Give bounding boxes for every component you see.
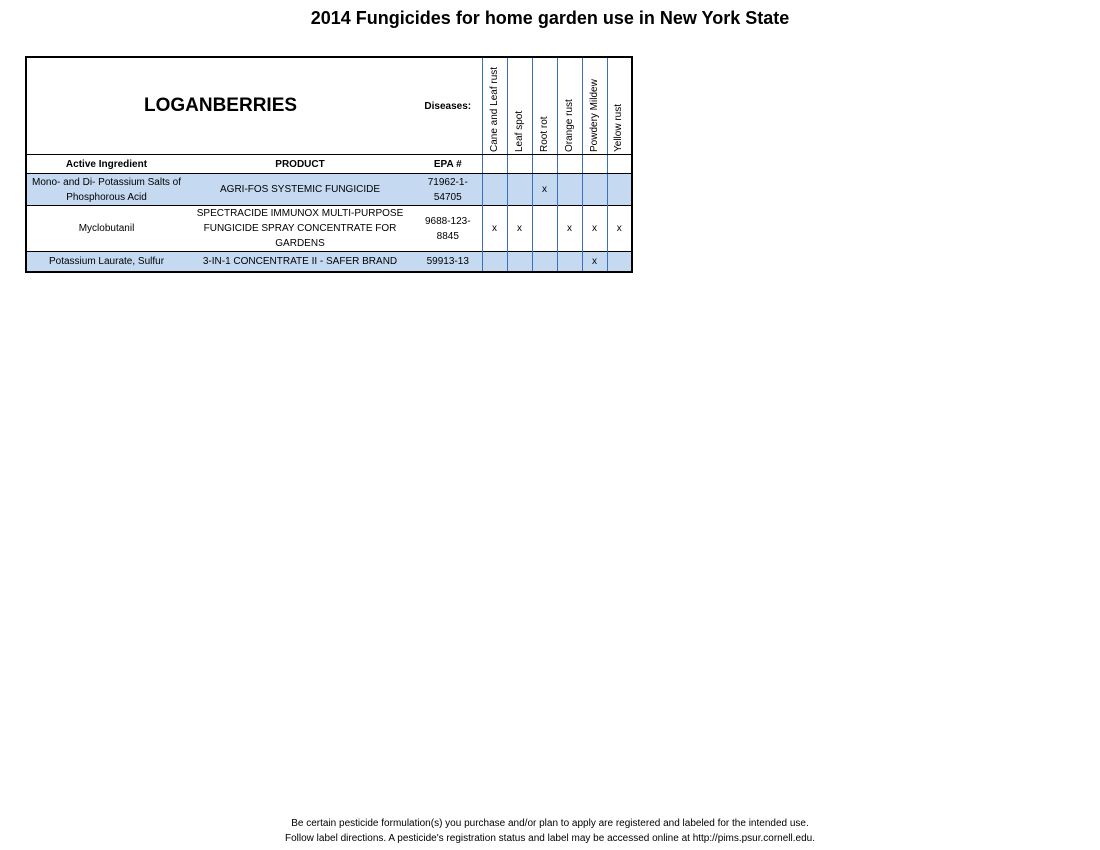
product-cell: AGRI-FOS SYSTEMIC FUNGICIDE bbox=[186, 173, 415, 206]
footer-line-1: Be certain pesticide formulation(s) you … bbox=[291, 818, 809, 829]
disease-header-powdery-mildew: Powdery Mildew bbox=[581, 57, 608, 155]
mark-cell bbox=[531, 205, 558, 252]
footer-line-2: Follow label directions. A pesticide's r… bbox=[285, 833, 815, 844]
mark-cell: x bbox=[506, 205, 533, 252]
mark-cell bbox=[481, 173, 508, 206]
header-epa: EPA # bbox=[414, 154, 483, 174]
header-blank-cell bbox=[531, 154, 558, 174]
product-cell: 3-IN-1 CONCENTRATE II - SAFER BRAND bbox=[186, 251, 415, 272]
diseases-label: Diseases: bbox=[414, 57, 483, 155]
mark-cell bbox=[556, 251, 583, 272]
disease-label: Yellow rust bbox=[613, 104, 625, 152]
mark-cell: x bbox=[581, 251, 608, 272]
disease-header-leaf-spot: Leaf spot bbox=[506, 57, 533, 155]
disease-header-cane-and-leaf-rust: Cane and Leaf rust bbox=[481, 57, 508, 155]
header-blank-cell bbox=[581, 154, 608, 174]
mark-cell: x bbox=[556, 205, 583, 252]
fungicide-table: LOGANBERRIES Diseases: Cane and Leaf rus… bbox=[25, 56, 634, 273]
page-title: 2014 Fungicides for home garden use in N… bbox=[310, 8, 790, 28]
disease-label: Powdery Mildew bbox=[588, 79, 600, 152]
disease-header-orange-rust: Orange rust bbox=[556, 57, 583, 155]
header-blank-cell bbox=[506, 154, 533, 174]
table-row: Mono- and Di- Potassium Salts of Phospho… bbox=[26, 173, 633, 206]
mark-cell bbox=[506, 173, 533, 206]
epa-cell: 71962-1-54705 bbox=[414, 173, 483, 206]
disease-label: Orange rust bbox=[563, 99, 575, 152]
ingredient-cell: Potassium Laurate, Sulfur bbox=[26, 251, 186, 272]
mark-cell bbox=[581, 173, 608, 206]
mark-cell bbox=[481, 251, 508, 272]
disease-header-yellow-rust: Yellow rust bbox=[606, 57, 633, 155]
disease-header-root-rot: Root rot bbox=[531, 57, 558, 155]
column-header-row: Active Ingredient PRODUCT EPA # bbox=[26, 154, 633, 174]
table-title-row: LOGANBERRIES Diseases: Cane and Leaf rus… bbox=[26, 57, 633, 155]
disease-label: Root rot bbox=[538, 116, 550, 152]
header-blank-cell bbox=[481, 154, 508, 174]
footer-note: Be certain pesticide formulation(s) you … bbox=[0, 816, 1100, 846]
epa-cell: 59913-13 bbox=[414, 251, 483, 272]
mark-cell: x bbox=[581, 205, 608, 252]
mark-cell bbox=[556, 173, 583, 206]
crop-name: LOGANBERRIES bbox=[26, 57, 415, 155]
mark-cell bbox=[606, 251, 633, 272]
mark-cell bbox=[506, 251, 533, 272]
epa-cell: 9688-123-8845 bbox=[414, 205, 483, 252]
header-blank-cell bbox=[606, 154, 633, 174]
header-blank-cell bbox=[556, 154, 583, 174]
product-cell: SPECTRACIDE IMMUNOX MULTI-PURPOSE FUNGIC… bbox=[186, 205, 415, 252]
mark-cell: x bbox=[606, 205, 633, 252]
disease-label: Cane and Leaf rust bbox=[488, 66, 500, 152]
header-active-ingredient: Active Ingredient bbox=[26, 154, 186, 174]
mark-cell: x bbox=[481, 205, 508, 252]
disease-label: Leaf spot bbox=[513, 110, 525, 152]
ingredient-cell: Mono- and Di- Potassium Salts of Phospho… bbox=[26, 173, 186, 206]
ingredient-cell: Myclobutanil bbox=[26, 205, 186, 252]
mark-cell bbox=[531, 251, 558, 272]
table-row: Myclobutanil SPECTRACIDE IMMUNOX MULTI-P… bbox=[26, 205, 633, 252]
mark-cell: x bbox=[531, 173, 558, 206]
header-product: PRODUCT bbox=[186, 154, 415, 174]
table-row: Potassium Laurate, Sulfur 3-IN-1 CONCENT… bbox=[26, 251, 633, 272]
mark-cell bbox=[606, 173, 633, 206]
